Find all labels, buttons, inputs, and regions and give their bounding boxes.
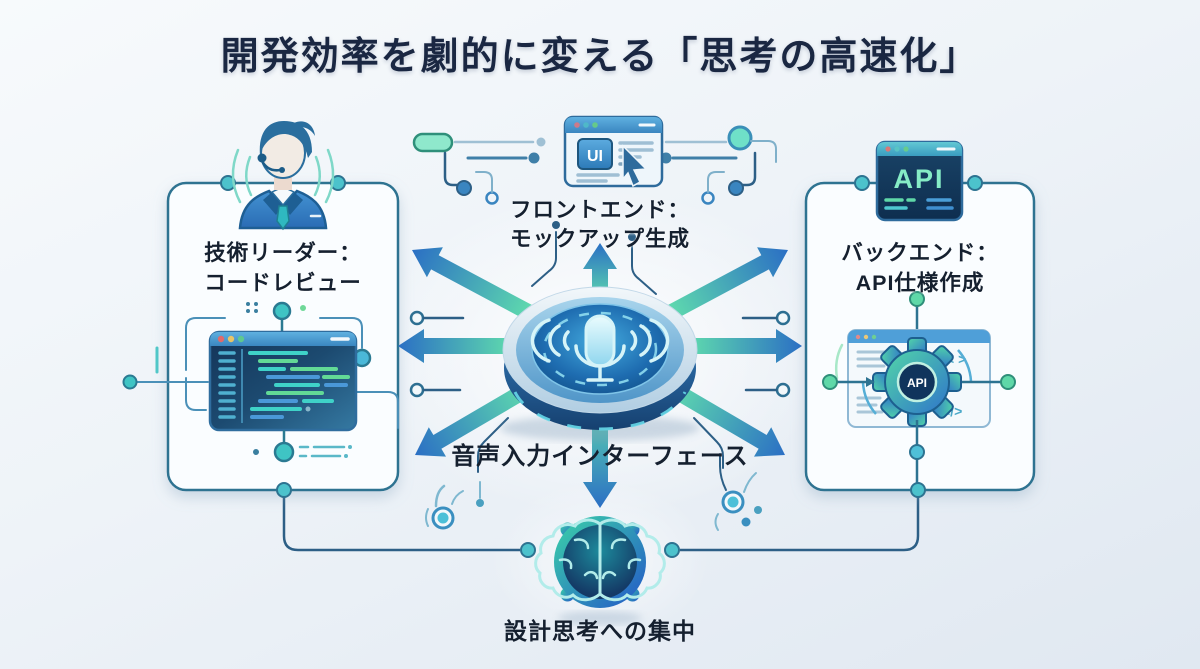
top-label-line1: フロントエンド： [509,198,690,222]
right-section-label: バックエンド： API仕様作成 [806,238,1034,298]
microphone-icon [530,314,670,382]
browser-mockup-icon: UI [563,115,664,188]
connector-left-card-to-brain [282,497,520,552]
top-label-line2: モックアップ生成 [509,227,690,251]
arrow-up-right [668,247,788,320]
card-border-nodes [220,175,983,498]
api-window-icon: API [875,140,964,222]
editor-code-lines [248,351,350,419]
left-section-label: 技術リーダー： コードレビュー [168,238,398,298]
arrow-down-left [415,383,530,457]
right-label-line2: API仕様作成 [855,271,985,295]
bottom-label: 設計思考への集中 [504,618,696,644]
arrow-down-right [670,383,785,457]
arrow-right [690,329,802,363]
right-label-line1: バックエンド： [841,241,999,265]
cursor-icon [622,144,648,188]
api-window-label: API [893,164,944,194]
page-title: 開発効率を劇的に変える「思考の高速化」 [220,36,980,78]
connector-lines [282,497,920,558]
circuit-node [727,125,753,151]
api-spec-lines [884,198,954,210]
ui-badge-label: UI [587,148,603,165]
left-label-line2: コードレビュー [204,271,362,295]
brain-icon [534,516,666,625]
ui-badge [577,138,613,170]
arrow-left [398,329,510,363]
hub-label: 音声入力インターフェース [451,443,749,470]
sound-wave-icon [562,330,570,351]
avatar-sound-waves [231,148,335,204]
editor-line-numbers [218,351,236,419]
radiating-arrows [398,243,802,508]
arrow-down [583,402,617,508]
editor-circuit [135,317,399,429]
capsule-node [412,132,454,153]
arrow-up-left [412,247,532,320]
circuit-node [520,542,536,558]
circuit-node [664,542,680,558]
gear-api-label: API [907,376,927,390]
brain-outline [534,518,666,602]
left-label-line1: 技術リーダー： [204,241,362,265]
api-gear-icon: < > </> API [822,291,1016,483]
developer-avatar-icon [231,121,335,231]
top-section-label: フロントエンド： モックアップ生成 [450,196,750,254]
code-editor-icon [122,301,399,463]
voice-hub-disc [500,286,700,441]
arrow-up [583,243,617,300]
connector-right-card-to-brain [680,497,920,552]
